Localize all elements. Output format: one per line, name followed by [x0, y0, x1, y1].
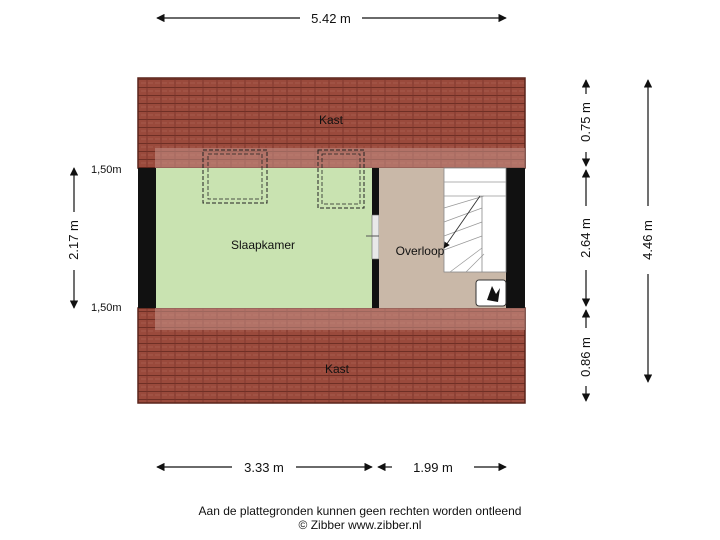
- dimension-right-middle-label: 2.64 m: [578, 218, 593, 258]
- kast-bottom-label: Kast: [325, 362, 350, 376]
- footer-copyright: © Zibber www.zibber.nl: [298, 518, 422, 532]
- wall-left: [138, 168, 156, 308]
- dimension-right-top-label: 0.75 m: [578, 102, 593, 142]
- staircase: [443, 167, 507, 273]
- level-bottom-label: 1,50m: [91, 302, 122, 314]
- roof-top: [137, 77, 526, 169]
- dimension-bottom: 3.33 m 1.99 m: [156, 460, 507, 475]
- wall-right: [506, 168, 525, 308]
- room-bedroom: [156, 168, 372, 308]
- skylight-right: [317, 149, 365, 209]
- roof-bottom: [137, 307, 526, 404]
- kast-top-label: Kast: [319, 113, 344, 127]
- dimension-right-bottom-label: 0.86 m: [578, 337, 593, 377]
- dimension-top: 5.42 m: [156, 11, 507, 26]
- dimension-bottom-right-label: 1.99 m: [413, 460, 453, 475]
- skylight-left: [202, 149, 268, 204]
- dimension-right-total: 4.46 m: [640, 79, 655, 383]
- level-top-label: 1,50m: [91, 164, 122, 176]
- dimension-right-total-label: 4.46 m: [640, 220, 655, 260]
- bedroom-label: Slaapkamer: [231, 238, 295, 252]
- dimension-right-inner: 0.75 m 2.64 m 0.86 m: [578, 79, 593, 402]
- landing-label: Overloop: [396, 244, 445, 258]
- door-bedroom: [371, 214, 380, 260]
- dimension-top-label: 5.42 m: [311, 11, 351, 26]
- dimension-left: 2.17 m: [66, 167, 81, 309]
- footer-disclaimer: Aan de plattegronden kunnen geen rechten…: [198, 504, 522, 518]
- dimension-bottom-left-label: 3.33 m: [244, 460, 284, 475]
- dimension-left-label: 2.17 m: [66, 220, 81, 260]
- boiler-icon: [475, 279, 507, 307]
